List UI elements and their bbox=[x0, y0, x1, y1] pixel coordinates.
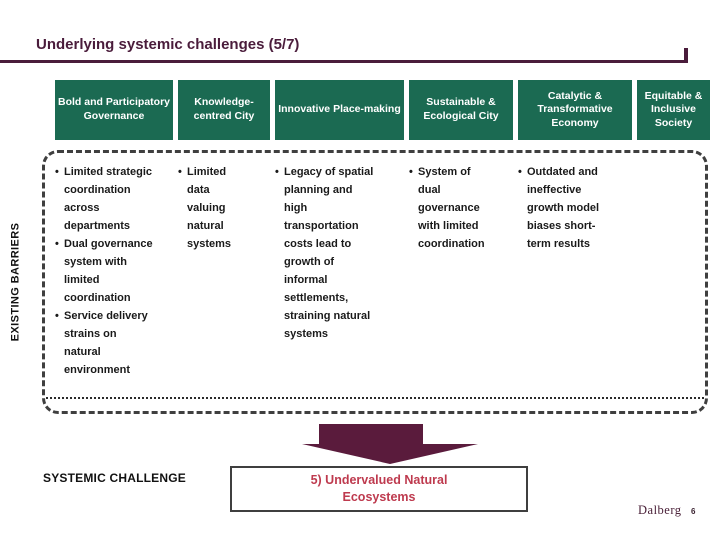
down-arrow-icon bbox=[302, 424, 478, 469]
column-headers-row: Bold and Participatory Governance Knowle… bbox=[55, 80, 710, 140]
barriers-column-economy: Outdated and ineffective growth model bi… bbox=[518, 163, 632, 379]
page-title: Underlying systemic challenges (5/7) bbox=[36, 36, 300, 53]
title-underline-tick bbox=[684, 48, 688, 63]
barriers-column-governance: Limited strategic coordination across de… bbox=[55, 163, 173, 379]
systemic-challenge-value: 5) Undervalued Natural Ecosystems bbox=[310, 473, 448, 504]
column-header-governance: Bold and Participatory Governance bbox=[55, 80, 173, 140]
barrier-bullet: System of dual governance with limited c… bbox=[409, 163, 489, 253]
column-header-placemaking: Innovative Place-making bbox=[275, 80, 404, 140]
barrier-bullet: Service delivery strains on natural envi… bbox=[55, 307, 155, 379]
barriers-bottom-dotted-divider bbox=[46, 397, 704, 399]
barrier-bullet: Legacy of spatial planning and high tran… bbox=[275, 163, 377, 343]
barriers-column-society bbox=[637, 163, 710, 379]
page-number: 6 bbox=[691, 507, 696, 516]
column-header-knowledge: Knowledge-centred City bbox=[178, 80, 270, 140]
barrier-bullet: Dual governance system with limited coor… bbox=[55, 235, 155, 307]
existing-barriers-axis-label: EXISTING BARRIERS bbox=[9, 222, 21, 342]
barriers-column-placemaking: Legacy of spatial planning and high tran… bbox=[275, 163, 404, 379]
barriers-column-ecological: System of dual governance with limited c… bbox=[409, 163, 513, 379]
barrier-bullet: Outdated and ineffective growth model bi… bbox=[518, 163, 608, 253]
column-header-ecological: Sustainable & Ecological City bbox=[409, 80, 513, 140]
title-underline bbox=[0, 60, 688, 63]
systemic-challenge-label: SYSTEMIC CHALLENGE bbox=[43, 471, 186, 485]
systemic-challenge-box: 5) Undervalued Natural Ecosystems bbox=[230, 466, 528, 512]
column-header-economy: Catalytic & Transformative Economy bbox=[518, 80, 632, 140]
barrier-bullet: Limited data valuing natural systems bbox=[178, 163, 238, 253]
dalberg-logo: Dalberg bbox=[638, 503, 682, 517]
barrier-bullet: Limited strategic coordination across de… bbox=[55, 163, 155, 235]
barriers-column-knowledge: Limited data valuing natural systems bbox=[178, 163, 270, 379]
column-header-society: Equitable & Inclusive Society bbox=[637, 80, 710, 140]
barriers-dashed-container bbox=[42, 150, 708, 414]
barriers-content-row: Limited strategic coordination across de… bbox=[55, 163, 710, 379]
